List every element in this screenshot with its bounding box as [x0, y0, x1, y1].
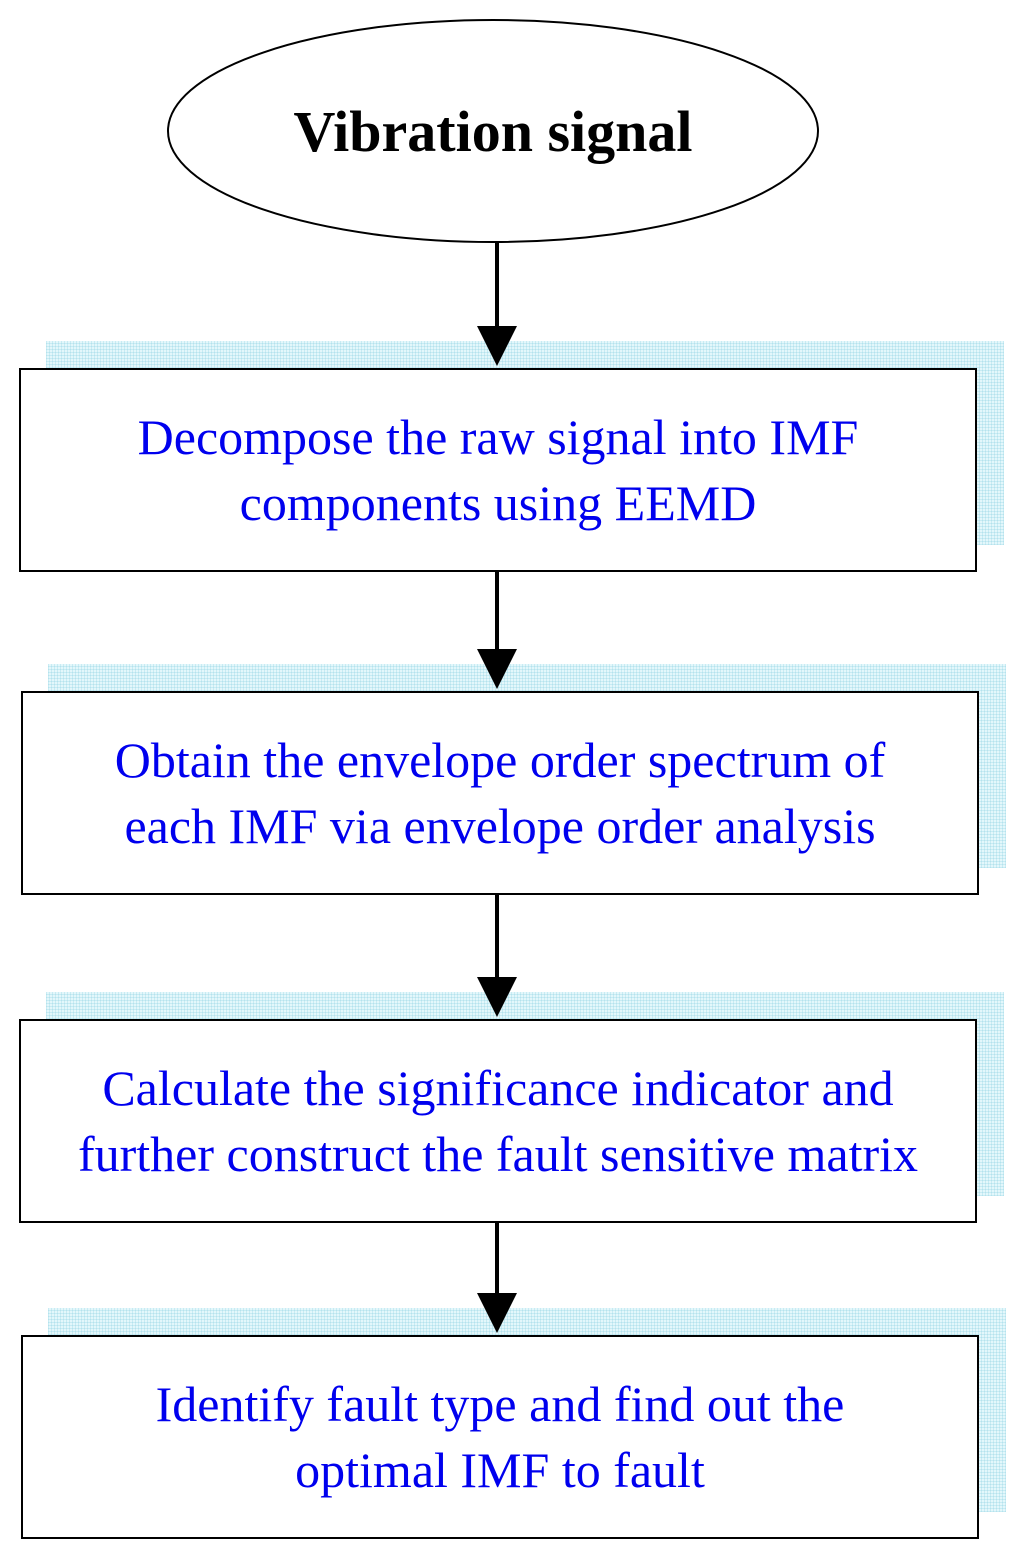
step-significance-line-1: Calculate the significance indicator and: [102, 1060, 894, 1116]
step-envelope-spectrum-line-1: Obtain the envelope order spectrum of: [114, 732, 886, 788]
step-significance-line-2: further construct the fault sensitive ma…: [77, 1126, 918, 1182]
step-decompose-line-1: Decompose the raw signal into IMF: [137, 409, 859, 465]
step-decompose-line-2: components using EEMD: [239, 475, 757, 531]
start-ellipse: [167, 19, 819, 243]
step-decompose-text: Decompose the raw signal into IMF compon…: [138, 404, 859, 536]
step-identify-fault-box: Identify fault type and find out the opt…: [21, 1335, 979, 1539]
step-envelope-spectrum-box: Obtain the envelope order spectrum of ea…: [21, 691, 979, 895]
step-identify-fault-line-2: optimal IMF to fault: [295, 1442, 705, 1498]
step-significance-box: Calculate the significance indicator and…: [19, 1019, 977, 1223]
step-identify-fault-line-1: Identify fault type and find out the: [155, 1376, 845, 1432]
step-decompose-box: Decompose the raw signal into IMF compon…: [19, 368, 977, 572]
step-envelope-spectrum-line-2: each IMF via envelope order analysis: [124, 798, 876, 854]
start-node-label: Vibration signal: [293, 98, 693, 164]
step-identify-fault-text: Identify fault type and find out the opt…: [156, 1371, 845, 1503]
step-envelope-spectrum-text: Obtain the envelope order spectrum of ea…: [115, 727, 886, 859]
step-significance-text: Calculate the significance indicator and…: [78, 1055, 918, 1187]
